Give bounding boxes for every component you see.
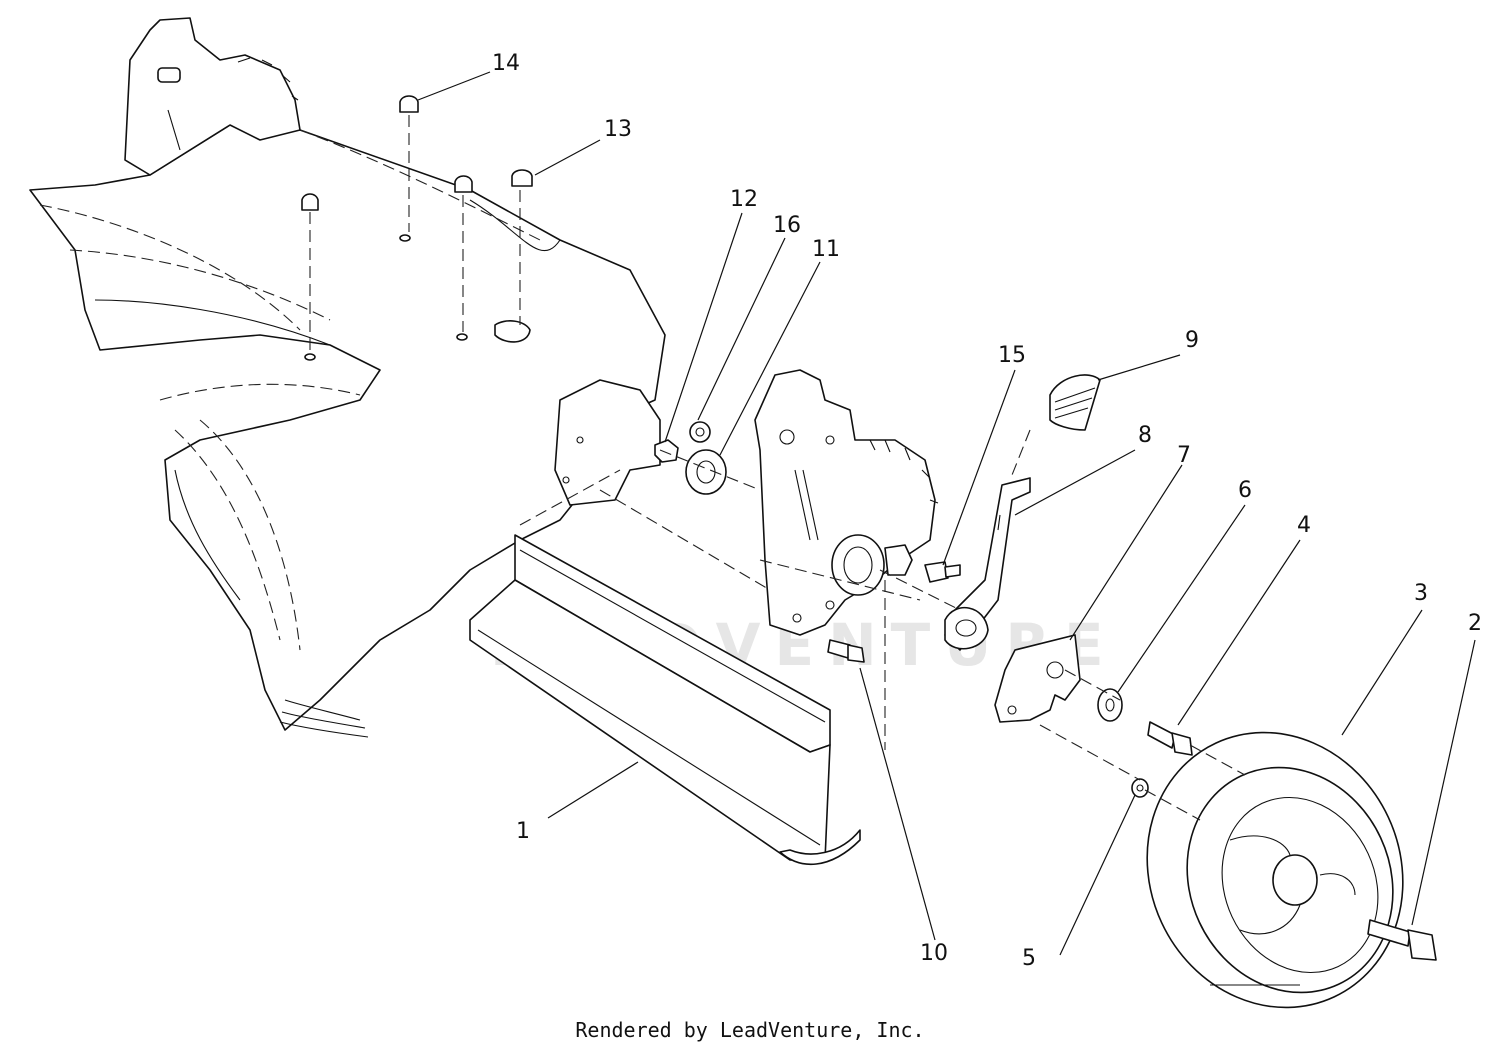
height-adjuster-plate: [754, 369, 939, 636]
wheel-3: [1146, 731, 1404, 1009]
callout-16: 16: [773, 213, 801, 238]
bushing-nut-washer: [654, 421, 761, 495]
callout-5: 5: [1022, 946, 1036, 971]
callout-14: 14: [492, 51, 520, 76]
shoulder-bolt-15: [924, 561, 961, 583]
callout-12: 12: [730, 187, 758, 212]
callout-8: 8: [1138, 423, 1152, 448]
callout-10: 10: [920, 941, 948, 966]
callout-4: 4: [1297, 513, 1311, 538]
callout-15: 15: [998, 343, 1026, 368]
callout-6: 6: [1238, 478, 1252, 503]
callouts: 1 2 3 4 5 6 7 8 9 10 11 12 13 14 15 16: [492, 51, 1482, 971]
callout-7: 7: [1177, 443, 1191, 468]
assembly-lines: [519, 429, 1246, 821]
spring-9: [1049, 374, 1101, 431]
callout-9: 9: [1185, 328, 1199, 353]
callout-2: 2: [1468, 611, 1482, 636]
callout-1: 1: [516, 819, 530, 844]
leader-lines: [417, 71, 1476, 956]
callout-3: 3: [1414, 581, 1428, 606]
rear-skirt: [469, 534, 861, 865]
wheel-bracket-7: [994, 634, 1081, 723]
deck-side-plate: [554, 379, 661, 506]
callout-11: 11: [812, 237, 840, 262]
mower-deck: [29, 124, 666, 738]
carriage-bolts: [301, 95, 533, 361]
axle-bolt-2: [1367, 919, 1437, 961]
washer-6: [1097, 688, 1123, 722]
callout-13: 13: [604, 117, 632, 142]
footer-credit: Rendered by LeadVenture, Inc.: [575, 1018, 925, 1042]
rear-height-bracket: [124, 17, 301, 176]
height-lever-8: [944, 477, 1031, 651]
bolt-10: [759, 559, 921, 750]
washer-5: [1131, 778, 1149, 798]
bolt-4: [1147, 721, 1193, 756]
